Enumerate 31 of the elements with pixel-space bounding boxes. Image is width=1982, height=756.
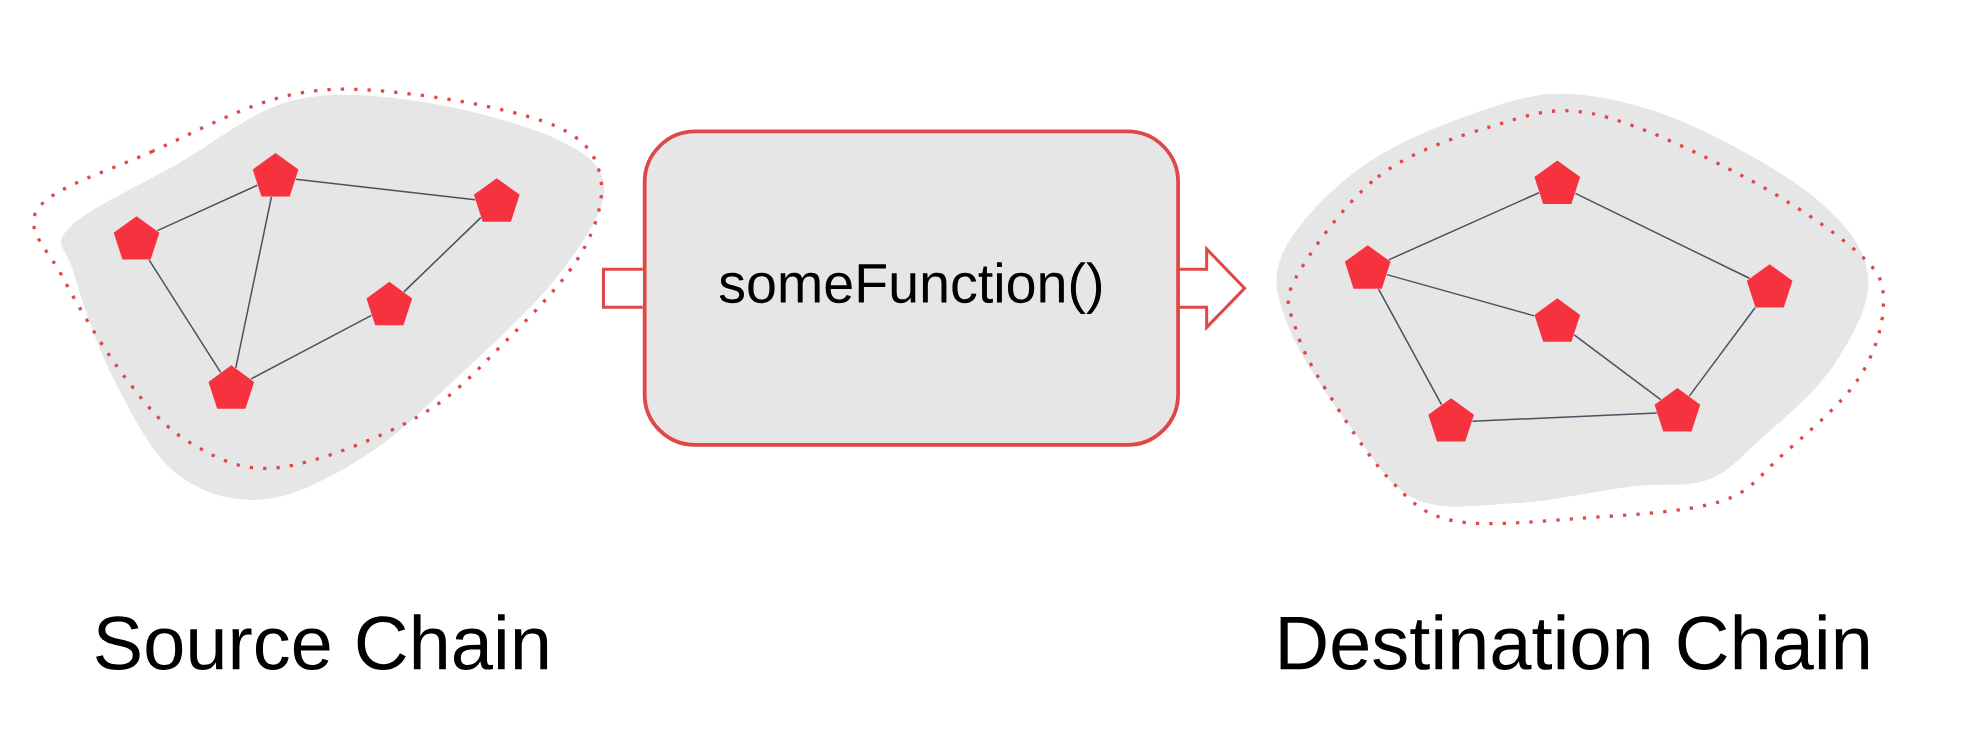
- connector-line: [1688, 307, 1756, 397]
- chain-region: [1276, 93, 1886, 526]
- connector-line: [1387, 192, 1540, 261]
- connector-line: [1471, 412, 1658, 423]
- function-box: someFunction(): [642, 129, 1180, 447]
- connector-line: [1386, 273, 1535, 317]
- connector-line: [235, 196, 273, 369]
- connector-line: [250, 314, 373, 380]
- connector-line: [1573, 334, 1662, 401]
- connector-line: [403, 216, 482, 293]
- pentagon-marker: [473, 178, 520, 222]
- connector-line: [1377, 288, 1443, 406]
- pentagon-marker: [1654, 388, 1701, 432]
- chain-title: Source Chain: [96, 614, 548, 671]
- pentagon-marker: [1428, 398, 1474, 442]
- block-arrow: [1178, 245, 1247, 332]
- pentagon-marker: [1534, 298, 1581, 342]
- chain-title: Destination Chain: [1280, 614, 1868, 671]
- arrow-tail: [601, 267, 645, 309]
- pentagon-marker: [1344, 245, 1391, 289]
- pentagon-marker: [366, 281, 413, 326]
- pentagon-marker: [113, 216, 160, 260]
- connector-line: [295, 178, 476, 201]
- connector-line: [148, 259, 222, 374]
- chain-region: [31, 87, 605, 500]
- connector-line: [1574, 192, 1751, 280]
- pentagon-marker: [208, 365, 255, 409]
- pentagon-marker: [1534, 160, 1581, 205]
- connector-line: [156, 184, 259, 232]
- pentagon-marker: [1746, 264, 1793, 308]
- pentagon-marker: [252, 153, 299, 197]
